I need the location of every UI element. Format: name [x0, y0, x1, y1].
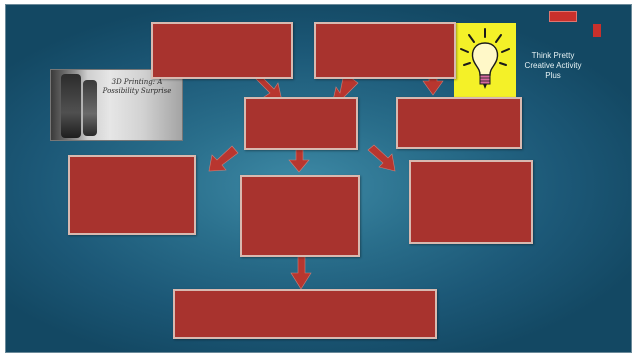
box-right-low: [409, 160, 533, 244]
photo-sign-text: 3D Printing: A Possibility Surprise: [99, 78, 175, 118]
arrow-center-to-centermid: [289, 150, 309, 172]
arrow-center-to-rightlow: [368, 145, 395, 171]
top-corner-mark: [549, 11, 577, 22]
box-top-left: [151, 22, 293, 79]
box-right-mid: [396, 97, 522, 149]
lightbulb-icon: [454, 23, 516, 99]
box-center-mid: [240, 175, 360, 257]
box-top-right: [314, 22, 456, 79]
top-corner-mark-small: [593, 24, 601, 37]
presentation-slide: 3D Printing: A Possibility Surprise Thin…: [5, 4, 632, 353]
photo-3d-printing: 3D Printing: A Possibility Surprise: [50, 69, 183, 141]
arrow-centermid-to-bottom: [291, 257, 311, 289]
lightbulb-caption: Think Pretty Creative Activity Plus: [518, 51, 588, 83]
lightbulb-panel: [454, 23, 516, 99]
box-bottom: [173, 289, 437, 339]
box-center: [244, 97, 358, 150]
arrow-center-to-leftmid: [209, 146, 238, 171]
box-left-mid: [68, 155, 196, 235]
